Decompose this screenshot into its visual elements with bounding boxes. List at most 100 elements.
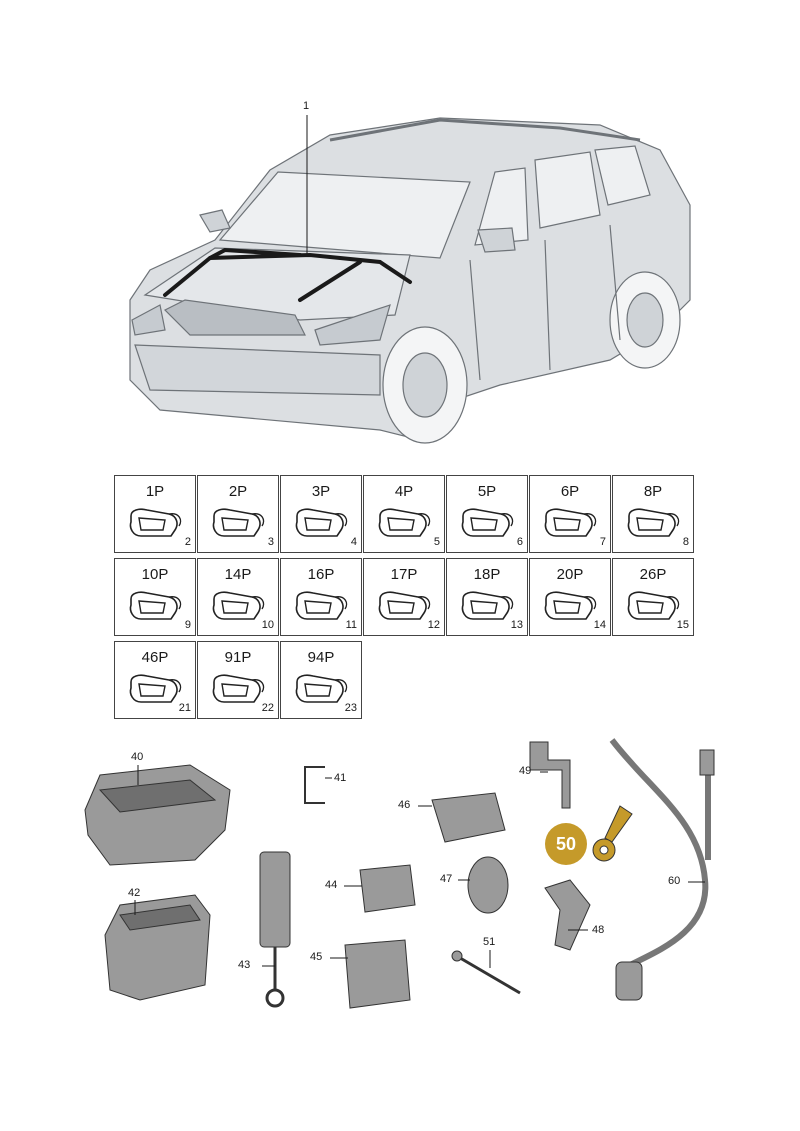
connector-cell: 2P 3 [197, 475, 279, 553]
connector-pin-label: 26P [639, 566, 667, 583]
connector-cell: 17P 12 [363, 558, 445, 636]
callout-49: 49 [519, 765, 532, 777]
mirror-left [199, 209, 231, 233]
windshield [218, 171, 471, 259]
roof-rail [329, 118, 641, 142]
connector-callout-number: 13 [510, 619, 523, 631]
connector-icon [627, 591, 680, 620]
connector-pin-label: 10P [141, 566, 169, 583]
connector-cell: 14P 10 [197, 558, 279, 636]
part-44-connector-housing [359, 864, 416, 913]
connector-callout-number: 8 [682, 536, 689, 548]
callout-47: 47 [440, 873, 453, 885]
connector-cell: 26P 15 [612, 558, 694, 636]
part-45-relay-holder [344, 939, 411, 1009]
connector-pin-label: 46P [141, 649, 169, 666]
connector-cell: 1P 2 [114, 475, 196, 553]
connector-cell: 3P 4 [280, 475, 362, 553]
connector-callout-number: 12 [427, 619, 440, 631]
connector-icon [378, 591, 431, 620]
connector-cell: 18P 13 [446, 558, 528, 636]
connector-icon [129, 591, 182, 620]
connector-pin-label: 3P [311, 483, 331, 500]
connector-icon [544, 591, 597, 620]
callout-41: 41 [334, 772, 347, 784]
connector-callout-number: 15 [676, 619, 689, 631]
grille [163, 299, 306, 336]
connector-cell: 46P 21 [114, 641, 196, 719]
connector-pin-label: 8P [643, 483, 663, 500]
callout-43: 43 [238, 959, 251, 971]
callout-44: 44 [325, 879, 338, 891]
mirror-right [477, 227, 516, 253]
connector-callout-number: 5 [433, 536, 440, 548]
connector-icon [212, 508, 265, 537]
connector-cell: 94P 23 [280, 641, 362, 719]
connector-pin-label: 2P [228, 483, 248, 500]
connector-callout-number: 23 [344, 702, 357, 714]
connector-icon [378, 508, 431, 537]
connector-cell: 16P 11 [280, 558, 362, 636]
connector-pin-label: 17P [390, 566, 418, 583]
connector-icon [129, 508, 182, 537]
connector-icon [461, 591, 514, 620]
part-60-cable [609, 738, 709, 968]
part-48-bracket [544, 879, 591, 951]
connector-icon [212, 674, 265, 703]
callout-60: 60 [668, 875, 681, 887]
connector-icon [295, 591, 348, 620]
part-49-bolt [529, 741, 571, 809]
connector-callout-number: 2 [184, 536, 191, 548]
connector-pin-label: 4P [394, 483, 414, 500]
connector-callout-number: 21 [178, 702, 191, 714]
connector-icon [295, 508, 348, 537]
connector-pin-label: 16P [307, 566, 335, 583]
connector-callout-number: 22 [261, 702, 274, 714]
connector-callout-number: 9 [184, 619, 191, 631]
connector-pin-label: 20P [556, 566, 584, 583]
connector-pin-label: 5P [477, 483, 497, 500]
connector-icon [129, 674, 182, 703]
connector-callout-number: 4 [350, 536, 357, 548]
connector-icon [212, 591, 265, 620]
connector-callout-number: 7 [599, 536, 606, 548]
connector-icon [295, 674, 348, 703]
connector-callout-number: 10 [261, 619, 274, 631]
connector-cell: 4P 5 [363, 475, 445, 553]
connector-cell: 5P 6 [446, 475, 528, 553]
callout-40: 40 [131, 751, 144, 763]
connector-pin-label: 14P [224, 566, 252, 583]
callout-48: 48 [592, 924, 605, 936]
connector-callout-number: 14 [593, 619, 606, 631]
connector-callout-number: 11 [345, 619, 357, 631]
callout-46: 46 [398, 799, 411, 811]
connector-icon [461, 508, 514, 537]
headlight-left [131, 304, 166, 336]
connector-callout-number: 3 [267, 536, 274, 548]
connector-pin-label: 1P [145, 483, 165, 500]
part-43-ground-strap [259, 851, 291, 948]
connector-cell: 6P 7 [529, 475, 611, 553]
connector-icon [544, 508, 597, 537]
front-bumper [134, 344, 381, 396]
part-46-connector [431, 792, 506, 843]
connector-cell: 8P 8 [612, 475, 694, 553]
connector-cell: 10P 9 [114, 558, 196, 636]
harness-line [163, 252, 412, 297]
part-40-fuse-box [84, 764, 231, 866]
connector-callout-number: 6 [516, 536, 523, 548]
part-51-pin [454, 953, 521, 995]
headlight-right [314, 304, 391, 346]
callout-50-badge: 50 [545, 823, 587, 865]
connector-pin-label: 18P [473, 566, 501, 583]
connector-pin-label: 94P [307, 649, 335, 666]
connector-pin-label: 6P [560, 483, 580, 500]
callout-45: 45 [310, 951, 323, 963]
callout-1: 1 [303, 100, 310, 112]
connector-cell: 91P 22 [197, 641, 279, 719]
connector-pin-label: 91P [224, 649, 252, 666]
side-window-mid [534, 151, 601, 229]
part-41-bracket [304, 766, 325, 804]
callout-51: 51 [483, 936, 496, 948]
